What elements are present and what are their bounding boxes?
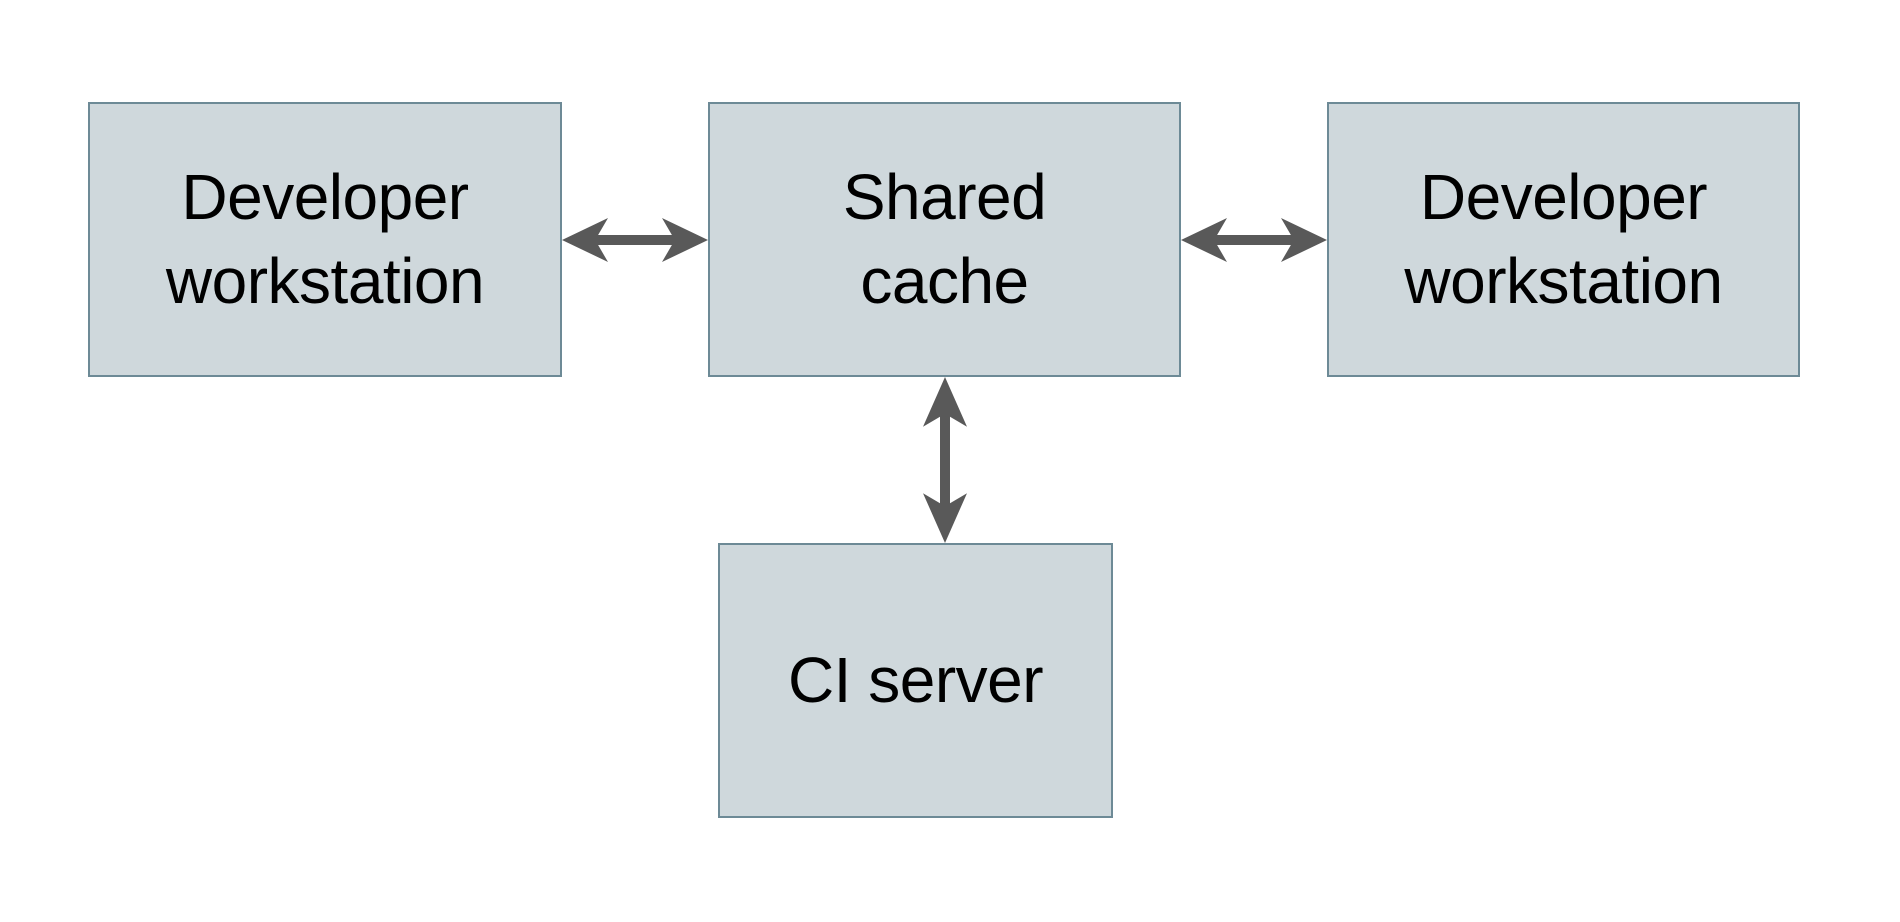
double-arrow-horizontal-icon	[1181, 217, 1327, 262]
edge-shared-cache-to-ci-server	[917, 377, 973, 543]
edge-left-workstation-to-shared-cache	[562, 212, 708, 268]
node-ci-server[interactable]: CI server	[718, 543, 1113, 818]
node-label: Shared cache	[842, 161, 1047, 317]
node-developer-workstation-left[interactable]: Developer workstation	[88, 102, 562, 377]
node-label: Developer workstation	[165, 161, 485, 317]
edge-shared-cache-to-right-workstation	[1181, 212, 1327, 268]
double-arrow-vertical-icon	[922, 377, 967, 543]
node-label: Developer workstation	[1404, 161, 1723, 317]
node-developer-workstation-right[interactable]: Developer workstation	[1327, 102, 1800, 377]
node-shared-cache[interactable]: Shared cache	[708, 102, 1181, 377]
double-arrow-horizontal-icon	[562, 217, 708, 262]
node-label: CI server	[787, 643, 1044, 716]
